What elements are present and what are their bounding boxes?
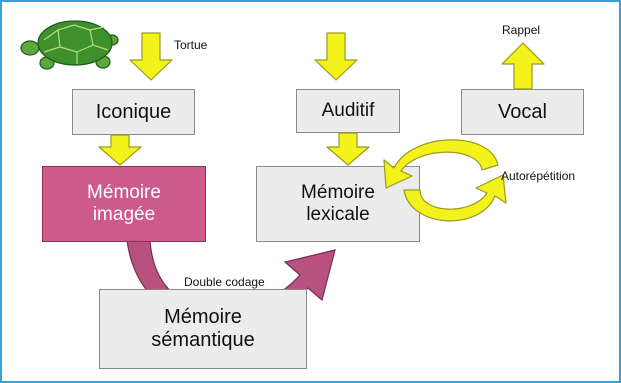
- auditif-label: Auditif: [321, 100, 375, 122]
- tortue-label: Tortue: [174, 38, 208, 52]
- memoire-semantique-label: Mémoire sémantique: [151, 306, 255, 351]
- memoire-semantique-box: Mémoire sémantique: [99, 289, 307, 369]
- memoire-lexicale-label: Mémoire lexicale: [301, 182, 375, 225]
- vocal-label: Vocal: [498, 100, 547, 123]
- autorepetition-arrow-top: [383, 139, 499, 189]
- down-arrow-iconique: [98, 134, 142, 166]
- up-arrow-rappel: [501, 42, 545, 90]
- iconique-label: Iconique: [95, 100, 172, 123]
- double-codage-label: Double codage: [184, 275, 265, 289]
- autorepetition-label: Autorépétition: [501, 169, 576, 183]
- memoire-imagee-box: Mémoire imagée: [42, 166, 206, 242]
- iconique-box: Iconique: [72, 89, 195, 135]
- autorepetition-arrow-bottom: [403, 174, 507, 222]
- memoire-imagee-label: Mémoire imagée: [87, 182, 161, 225]
- rappel-label: Rappel: [502, 23, 541, 37]
- down-arrow-tortue: [129, 32, 173, 81]
- down-arrow-auditif-input: [314, 32, 358, 81]
- down-arrow-auditif: [326, 132, 370, 166]
